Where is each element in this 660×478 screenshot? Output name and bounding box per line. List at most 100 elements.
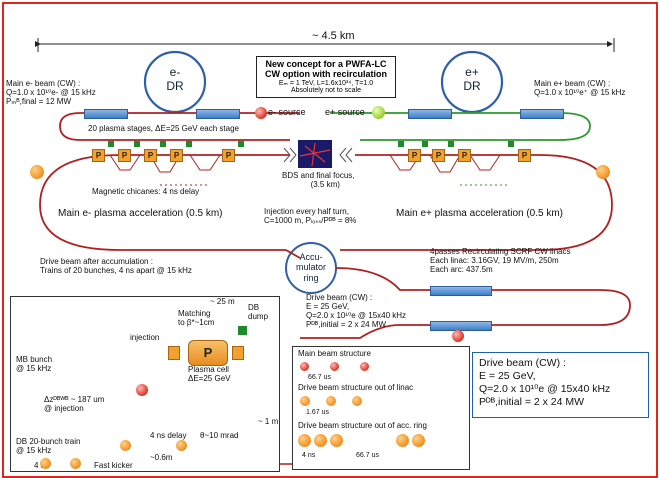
mb-line2: @ 15 kHz (16, 363, 52, 373)
structure-dot (326, 396, 336, 406)
stage-marker (448, 141, 454, 147)
concept-title: New concept for a PWFA-LC (265, 59, 387, 69)
structure-spacing-2: 1.67 us (306, 409, 329, 416)
stage-marker (160, 141, 166, 147)
plasma-stage: P (118, 149, 131, 162)
structure-inset (292, 346, 470, 470)
e-damping-ring (143, 50, 207, 114)
beam-dump (238, 326, 247, 335)
plasma-stage: P (458, 149, 471, 162)
one-m-label: ~ 1 m (258, 417, 279, 426)
structure-title-3: Drive beam structure out of acc. ring (298, 421, 427, 430)
structure-spacing-3b: 66.7 us (356, 452, 379, 459)
injection-line1: Injection every half turn, (264, 207, 349, 216)
structure-dot (330, 362, 339, 371)
p-source-label: e+ source (325, 107, 365, 117)
structure-spacing-3a: 4 ns (302, 452, 316, 459)
concept-subtitle: CW option with recirculation (265, 69, 387, 79)
db-box-line2: E = 25 GeV, (479, 370, 536, 383)
drive-after-acc: Drive beam after accumulation : Trains o… (40, 257, 192, 276)
db-label: DB (248, 303, 260, 312)
stage-marker (398, 141, 404, 147)
mb-bunch-label: MB bunch @ 15 kHz (16, 355, 53, 374)
drive-bunch (176, 440, 187, 451)
mb-line1: MB bunch (16, 355, 53, 364)
main-e-acc-label: Main e- plasma acceleration (0.5 km) (58, 208, 223, 219)
structure-dot (300, 396, 310, 406)
e-dr-label-b: DR (166, 78, 184, 93)
p-linac-segment (520, 109, 564, 119)
bds-label: BDS and final focus, (3.5 km) (282, 171, 355, 190)
plasma-cell: P (188, 340, 228, 366)
dump-label: dump (248, 311, 269, 321)
main-e-beam-power: Pₘᴮ,final = 12 MW (6, 96, 71, 106)
drive-beam-path (300, 267, 631, 339)
structure-dot (300, 362, 309, 371)
drive-bunch (70, 458, 81, 469)
dist-25m: ~ 25 m (210, 297, 235, 306)
structure-dot (396, 434, 409, 447)
drive-bunch (40, 458, 51, 469)
stage-marker (186, 141, 192, 147)
chicanes-label: Magnetic chicanes: 4 ns delay (92, 187, 200, 196)
main-p-acc-label: Main e+ plasma acceleration (0.5 km) (396, 208, 564, 219)
drive-beam-box: Drive beam (CW) : E = 25 GeV, Q=2.0 x 10… (472, 352, 649, 418)
recirc-line3: Each arc: 437.5m (430, 264, 493, 274)
main-e-beam-charge: Q=1.0 x 10¹⁰e- @ 15 kHz (6, 87, 96, 97)
plasma-stage: P (518, 149, 531, 162)
main-e-beam-info: Main e- beam (CW) : Q=1.0 x 10¹⁰e- @ 15 … (6, 79, 96, 107)
injection-kicker (168, 346, 180, 360)
bds-line1: BDS and final focus, (282, 171, 355, 180)
injection-label: injection (130, 333, 160, 342)
recirc-linac-segment (430, 286, 492, 296)
mb-bunch-dot (136, 384, 148, 396)
p-dr-label-a: e+ (465, 65, 479, 79)
d06-label: ~0.6m (150, 453, 173, 462)
structure-dot (314, 434, 327, 447)
db-dump-label: DB dump (248, 303, 269, 322)
structure-dot (298, 434, 311, 447)
stage-marker (422, 141, 428, 147)
extraction-magnet (232, 346, 244, 360)
matching-label: Matching to β*~1cm (178, 309, 215, 328)
structure-dot (360, 362, 369, 371)
span-label: ~ 4.5 km (312, 30, 355, 42)
db-box-line4: Pᴰᴮ,initial = 2 x 24 MW (479, 396, 585, 409)
p-dr-label: e+ DR (457, 65, 487, 94)
drive-after-acc-2: Trains of 20 bunches, 4 ns apart @ 15 kH… (40, 265, 192, 275)
e-dr-label-a: e- (169, 65, 181, 79)
structure-dot (330, 434, 343, 447)
p-damping-ring (440, 50, 504, 114)
train-label: DB 20-bunch train @ 15 kHz (16, 437, 81, 456)
p-source-dot (372, 106, 385, 119)
drive-cw-4: Pᴰᴮ,initial = 2 x 24 MW (306, 319, 387, 329)
fast-kicker-label: Fast kicker (94, 461, 133, 470)
matching-line2: to β*~1cm (178, 317, 215, 327)
recirc-info: 4passes Recirculating SCRF CW linacs Eac… (430, 247, 571, 275)
e-source-label: e- source (268, 107, 306, 117)
stage-marker (238, 141, 244, 147)
p-dr-label-b: DR (463, 78, 481, 93)
injection-line2: C=1000 m, Pₗₒₛₛ/Pᴰᴮ = 8% (264, 215, 357, 225)
plasma-stage: P (144, 149, 157, 162)
matching-line1: Matching (178, 309, 211, 318)
train-line1: DB 20-bunch train (16, 437, 81, 446)
recirc-line1: 4passes Recirculating SCRF CW linacs (430, 247, 571, 256)
e-dr-label: e- DR (160, 65, 190, 94)
concept-note: Absolutely not to scale (290, 87, 362, 94)
main-p-beam-title: Main e+ beam (CW) : (534, 79, 611, 88)
drive-bunch (120, 440, 131, 451)
main-p-beam-charge: Q=1.0 x 10¹⁰e⁺ @ 15 kHz (534, 87, 626, 97)
plasma-cell-info: Plasma cell ΔE=25 GeV (188, 365, 230, 384)
main-e-beam-title: Main e- beam (CW) : (6, 79, 81, 88)
p-linac-segment (408, 109, 452, 119)
drive-cw-2: E = 25 GeV, (306, 301, 350, 311)
acc-label-a: Accu- (299, 252, 323, 262)
recirc-linac-segment (430, 321, 492, 331)
drive-bunch (30, 165, 44, 179)
acc-label-c: ring (303, 272, 319, 283)
injection-info: Injection every half turn, C=1000 m, Pₗₒ… (264, 207, 357, 226)
p-injection-line (330, 112, 591, 141)
recirc-line2: Each linac: 3.16GV, 19 MV/m, 250m (430, 255, 559, 265)
